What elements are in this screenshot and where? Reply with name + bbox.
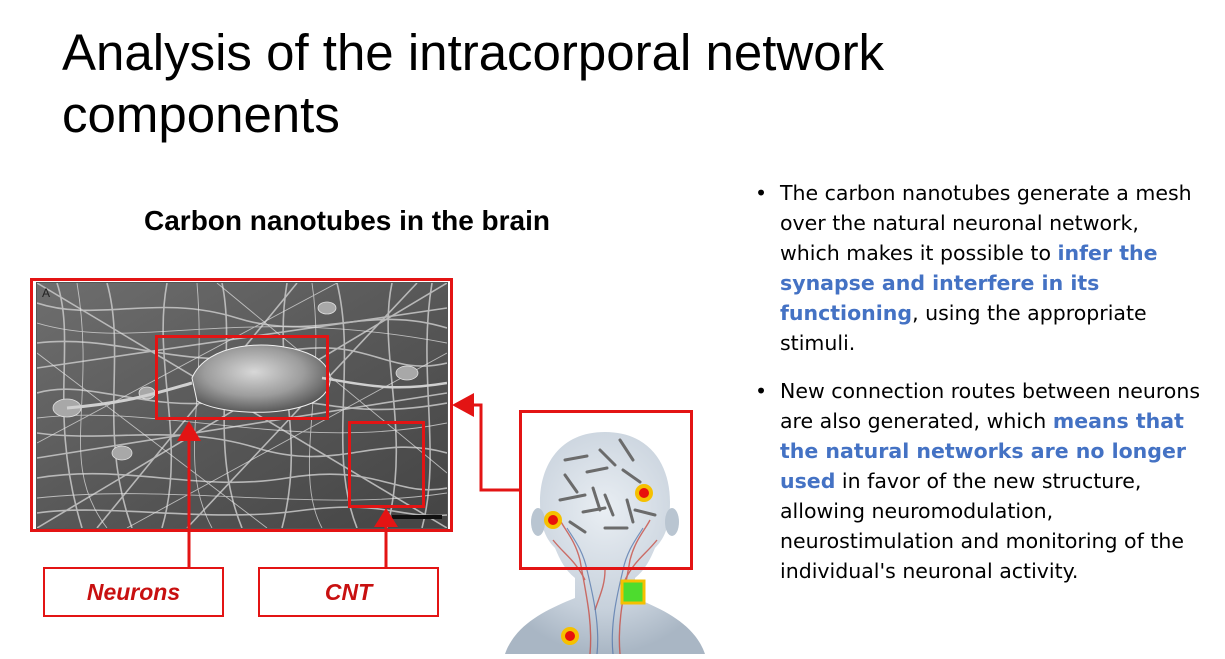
cnt-highlight-frame bbox=[348, 421, 425, 508]
head-illustration bbox=[505, 410, 705, 655]
head-highlight-frame bbox=[519, 410, 693, 570]
figure-subtitle: Carbon nanotubes in the brain bbox=[144, 205, 551, 236]
neurons-label-box: Neurons bbox=[43, 567, 224, 617]
bullet-list: The carbon nanotubes generate a mesh ove… bbox=[755, 178, 1205, 586]
bullet-item: New connection routes between neurons ar… bbox=[755, 376, 1205, 586]
bullet-2-text-after: in favor of the new structure, allowing … bbox=[780, 469, 1184, 583]
bullet-1-highlight: infer the synapse and interfere in its f… bbox=[780, 241, 1158, 325]
slide-title: Analysis of the intracorporal network co… bbox=[62, 24, 885, 143]
bullet-item: The carbon nanotubes generate a mesh ove… bbox=[755, 178, 1205, 358]
cnt-label-box: CNT bbox=[258, 567, 439, 617]
bullet-1-text-before: The carbon nanotubes generate a mesh ove… bbox=[780, 181, 1192, 265]
neurons-label: Neurons bbox=[86, 578, 181, 605]
cnt-label: CNT bbox=[324, 578, 373, 605]
micrograph-highlight-frame bbox=[30, 278, 453, 532]
neuron-highlight-frame bbox=[155, 335, 329, 420]
bullet-2-highlight: means that the natural networks are no l… bbox=[780, 409, 1186, 493]
head-arrow-head bbox=[452, 393, 474, 417]
panel-letter: A bbox=[42, 286, 51, 300]
bullet-1-text-after: , using the appropriate stimuli. bbox=[780, 301, 1147, 355]
sem-micrograph-image bbox=[36, 282, 448, 529]
bullet-2-text-before: New connection routes between neurons ar… bbox=[780, 379, 1201, 433]
